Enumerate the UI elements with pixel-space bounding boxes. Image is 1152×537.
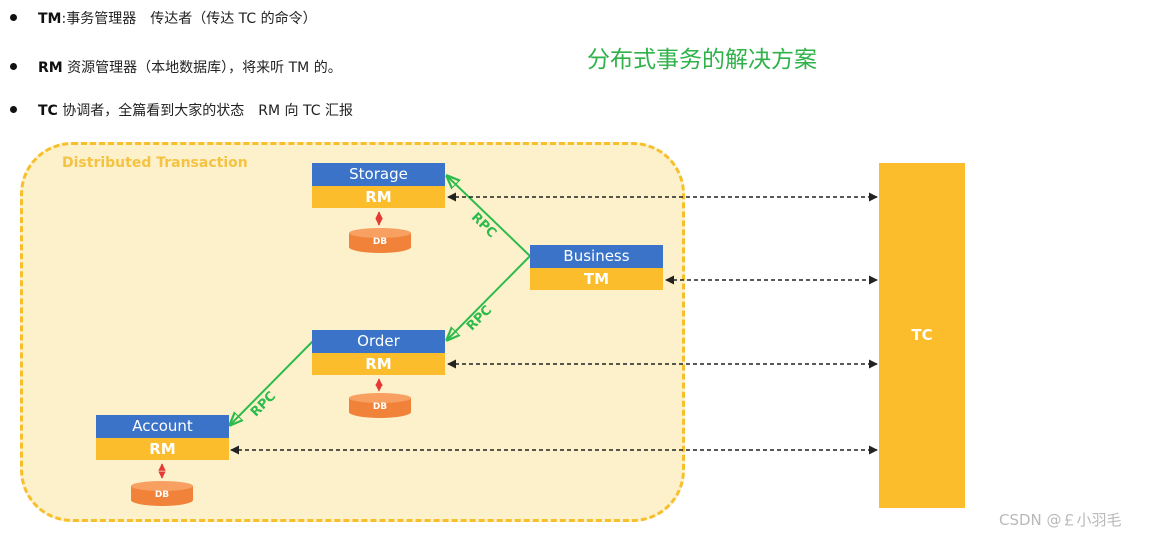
db-label: DB — [154, 490, 170, 500]
db-cylinder-cap — [349, 393, 411, 403]
rpc-link-business-order — [447, 255, 531, 340]
watermark: CSDN @￡小羽毛 — [999, 511, 1122, 529]
business-node-role: TM — [530, 268, 663, 290]
account-db: DB — [131, 481, 193, 507]
db-cylinder-cap — [131, 481, 193, 491]
order-node-name: Order — [312, 330, 445, 353]
db-cylinder-icon — [349, 233, 411, 253]
storage-node: Storage RM — [312, 163, 445, 208]
order-node: Order RM — [312, 330, 445, 375]
storage-node-name: Storage — [312, 163, 445, 186]
db-cylinder-icon — [349, 398, 411, 418]
bullet-desc: :事务管理器 传达者（传达 TC 的命令） — [61, 11, 317, 27]
headline: 分布式事务的解决方案 — [587, 47, 817, 73]
account-node-name: Account — [96, 415, 229, 438]
db-cylinder-icon — [131, 486, 193, 506]
region-label: Distributed Transaction — [62, 155, 248, 171]
account-node: Account RM — [96, 415, 229, 460]
bullet-term: RM — [38, 60, 63, 76]
bullet-dot-icon — [10, 106, 17, 113]
business-node: Business TM — [530, 245, 663, 290]
order-node-role: RM — [312, 353, 445, 375]
storage-node-role: RM — [312, 186, 445, 208]
order-db: DB — [349, 393, 411, 419]
bullet-dot-icon — [10, 63, 17, 70]
tc-label: TC — [911, 326, 933, 344]
db-label: DB — [372, 402, 388, 412]
db-cylinder-cap — [349, 228, 411, 238]
rpc-link-order-account — [230, 340, 314, 425]
bullet-text: TM:事务管理器 传达者（传达 TC 的命令） — [38, 8, 317, 28]
bullet-dot-icon — [10, 14, 17, 21]
tc-coordinator: TC — [879, 163, 965, 508]
bullet-text: TC 协调者，全篇看到大家的状态 RM 向 TC 汇报 — [38, 100, 353, 120]
bullet-desc: 协调者，全篇看到大家的状态 RM 向 TC 汇报 — [57, 103, 353, 119]
account-node-role: RM — [96, 438, 229, 460]
db-label: DB — [372, 237, 388, 247]
bullet-text: RM 资源管理器（本地数据库），将来听 TM 的。 — [38, 57, 342, 77]
business-node-name: Business — [530, 245, 663, 268]
bullet-desc: 资源管理器（本地数据库），将来听 TM 的。 — [62, 60, 342, 76]
rpc-link-business-storage — [447, 176, 531, 257]
bullet-term: TC — [38, 103, 58, 119]
bullet-term: TM — [38, 11, 62, 27]
storage-db: DB — [349, 228, 411, 254]
